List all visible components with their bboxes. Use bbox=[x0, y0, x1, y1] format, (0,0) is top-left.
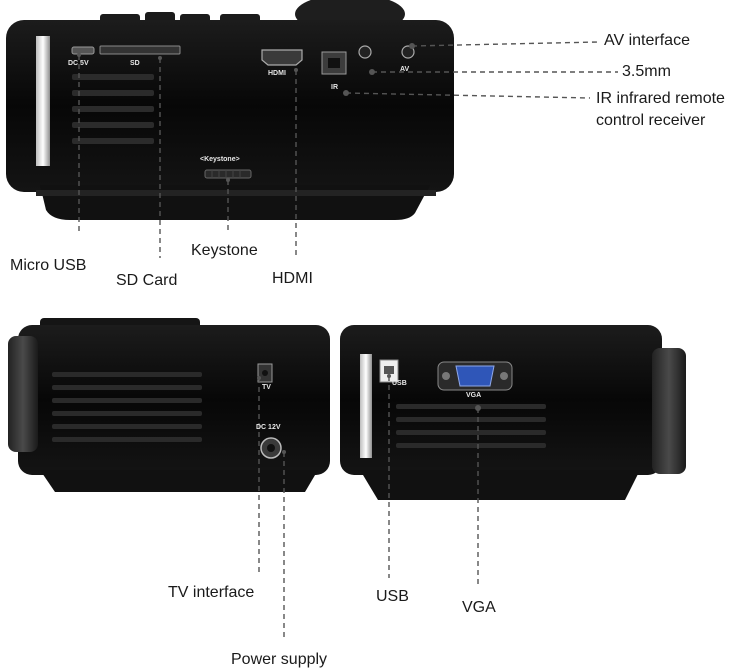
callout-av-interface: AV interface bbox=[604, 32, 690, 49]
sd-port-label: SD bbox=[130, 60, 140, 67]
callout-ir-line1: IR infrared remote bbox=[596, 90, 725, 107]
callout-keystone: Keystone bbox=[191, 242, 258, 259]
top-projector bbox=[6, 0, 454, 220]
usb-port-label: USB bbox=[392, 380, 407, 387]
leader-dots bbox=[77, 43, 481, 454]
callout-3-5mm: 3.5mm bbox=[622, 63, 671, 80]
callout-vga: VGA bbox=[462, 599, 496, 616]
callout-sd-card: SD Card bbox=[116, 272, 178, 289]
keystone-port-label: <Keystone> bbox=[200, 156, 240, 163]
hdmi-port-label: HDMI bbox=[268, 70, 286, 77]
callout-hdmi: HDMI bbox=[272, 270, 313, 287]
vga-port-label: VGA bbox=[466, 392, 482, 399]
callout-ir-line2: control receiver bbox=[596, 112, 706, 129]
bottom-right-projector bbox=[340, 325, 686, 500]
callout-power-supply: Power supply bbox=[231, 651, 328, 668]
tv-port-label: TV bbox=[262, 384, 271, 391]
av-port-label: AV bbox=[400, 66, 410, 73]
dc-5v-port-label: DC 5V bbox=[68, 60, 89, 67]
callout-tv-interface: TV interface bbox=[168, 584, 255, 601]
bottom-left-projector bbox=[8, 318, 330, 492]
callout-micro-usb: Micro USB bbox=[10, 257, 87, 274]
callout-usb: USB bbox=[376, 588, 409, 605]
leader-lines bbox=[78, 41, 618, 640]
dc-12v-port-label: DC 12V bbox=[256, 424, 281, 431]
ir-port-label: IR bbox=[331, 84, 338, 91]
